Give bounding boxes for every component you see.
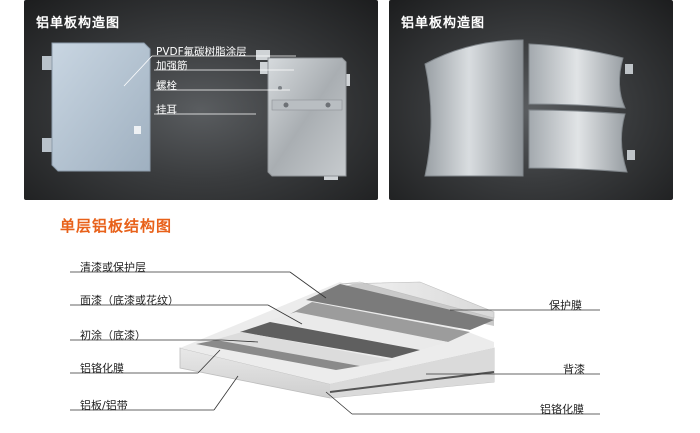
label-back-coat: 背漆 bbox=[563, 363, 585, 376]
layer-top-coat bbox=[270, 302, 470, 350]
label-primer: 初涂（底漆） bbox=[80, 329, 146, 342]
layer-clear-coat bbox=[306, 284, 494, 330]
aluminum-panel-structure-left: 铝单板构造图 bbox=[24, 0, 378, 200]
layer-section-title: 单层铝板结构图 bbox=[60, 217, 173, 235]
callout-lines bbox=[123, 55, 296, 115]
layer-primer bbox=[214, 322, 420, 366]
curved-panel-lower bbox=[528, 109, 635, 173]
callout-reinforcing-rib: 加强筋 bbox=[156, 60, 188, 72]
callout-pvdf-coating: PVDF氟碳树脂涂层 bbox=[156, 46, 247, 58]
right-panel-title: 铝单板构造图 bbox=[401, 16, 486, 31]
label-protective-film: 保护膜 bbox=[549, 299, 582, 312]
callout-bolt: 螺栓 bbox=[156, 80, 177, 92]
curved-panels-illustration bbox=[424, 39, 635, 177]
label-chromate-film-front: 铝铬化膜 bbox=[80, 362, 124, 375]
aluminum-panel-front-back-illustration bbox=[42, 42, 350, 180]
aluminum-panel-structure-right: 铝单板构造图 bbox=[389, 0, 673, 200]
left-panel-title: 铝单板构造图 bbox=[36, 16, 121, 31]
label-chromate-film-back: 铝铬化膜 bbox=[540, 403, 584, 416]
label-aluminum-sheet: 铝板/铝带 bbox=[80, 399, 128, 412]
layer-leader-lines bbox=[70, 271, 600, 415]
callout-hanging-ear: 挂耳 bbox=[156, 104, 177, 116]
label-top-coat: 面漆（底漆或花纹） bbox=[80, 294, 179, 307]
back-panel bbox=[256, 50, 350, 180]
curved-panel-large bbox=[424, 39, 524, 177]
curved-panel-upper bbox=[528, 43, 633, 109]
front-panel bbox=[42, 42, 151, 172]
label-clear-coat: 清漆或保护层 bbox=[80, 261, 146, 274]
layer-chromate-film bbox=[196, 340, 360, 370]
